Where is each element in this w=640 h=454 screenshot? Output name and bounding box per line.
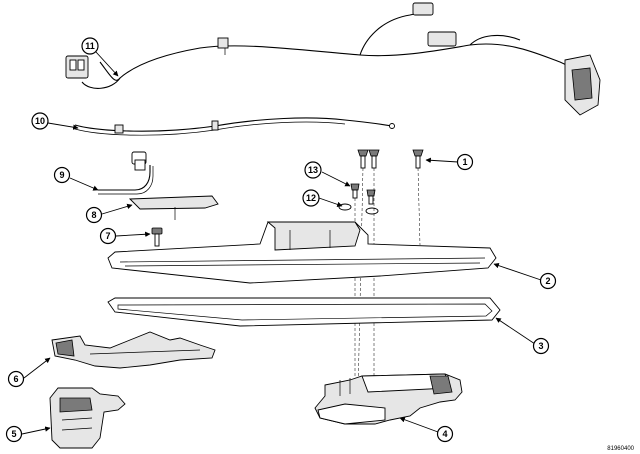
- housing: [107, 221, 497, 284]
- svg-text:9: 9: [59, 170, 64, 180]
- svg-text:13: 13: [308, 165, 318, 175]
- bolt-small: [350, 183, 376, 205]
- callout-12: 12: [302, 189, 320, 207]
- harness-connector-top: [412, 2, 434, 16]
- svg-text:12: 12: [306, 193, 316, 203]
- seal: [107, 297, 501, 327]
- hose: [98, 151, 154, 195]
- callout-3: 3: [532, 337, 550, 355]
- svg-text:10: 10: [35, 116, 45, 126]
- callout-13: 13: [304, 161, 322, 179]
- callout-8: 8: [85, 206, 103, 224]
- svg-text:3: 3: [538, 341, 543, 351]
- callout-4: 4: [436, 425, 454, 443]
- callout-10: 10: [31, 112, 49, 130]
- svg-text:7: 7: [105, 231, 110, 241]
- svg-text:8: 8: [91, 210, 96, 220]
- wiring-harness: [65, 2, 601, 116]
- screw-group: [357, 149, 424, 169]
- callout-7: 7: [99, 227, 117, 245]
- callout-5: 5: [5, 425, 23, 443]
- harness-clip: [427, 31, 457, 47]
- callout-9: 9: [53, 166, 71, 184]
- leader-lines: [21, 51, 542, 435]
- harness-connector-left: [65, 55, 89, 79]
- cable: [74, 117, 395, 136]
- svg-text:11: 11: [85, 41, 95, 51]
- motor-assembly: [314, 373, 463, 425]
- callout-6: 6: [7, 370, 25, 388]
- block: [49, 387, 126, 449]
- bracket: [51, 331, 216, 369]
- callout-11: 11: [81, 37, 99, 55]
- svg-text:6: 6: [13, 374, 18, 384]
- figure-id: 81960400: [607, 446, 634, 452]
- callout-1: 1: [456, 153, 474, 171]
- svg-text:2: 2: [545, 276, 550, 286]
- bolt: [151, 227, 163, 247]
- svg-text:4: 4: [442, 429, 447, 439]
- svg-text:5: 5: [11, 429, 16, 439]
- washer: [338, 203, 379, 215]
- svg-text:1: 1: [462, 157, 467, 167]
- plate: [128, 195, 219, 220]
- callout-2: 2: [539, 272, 557, 290]
